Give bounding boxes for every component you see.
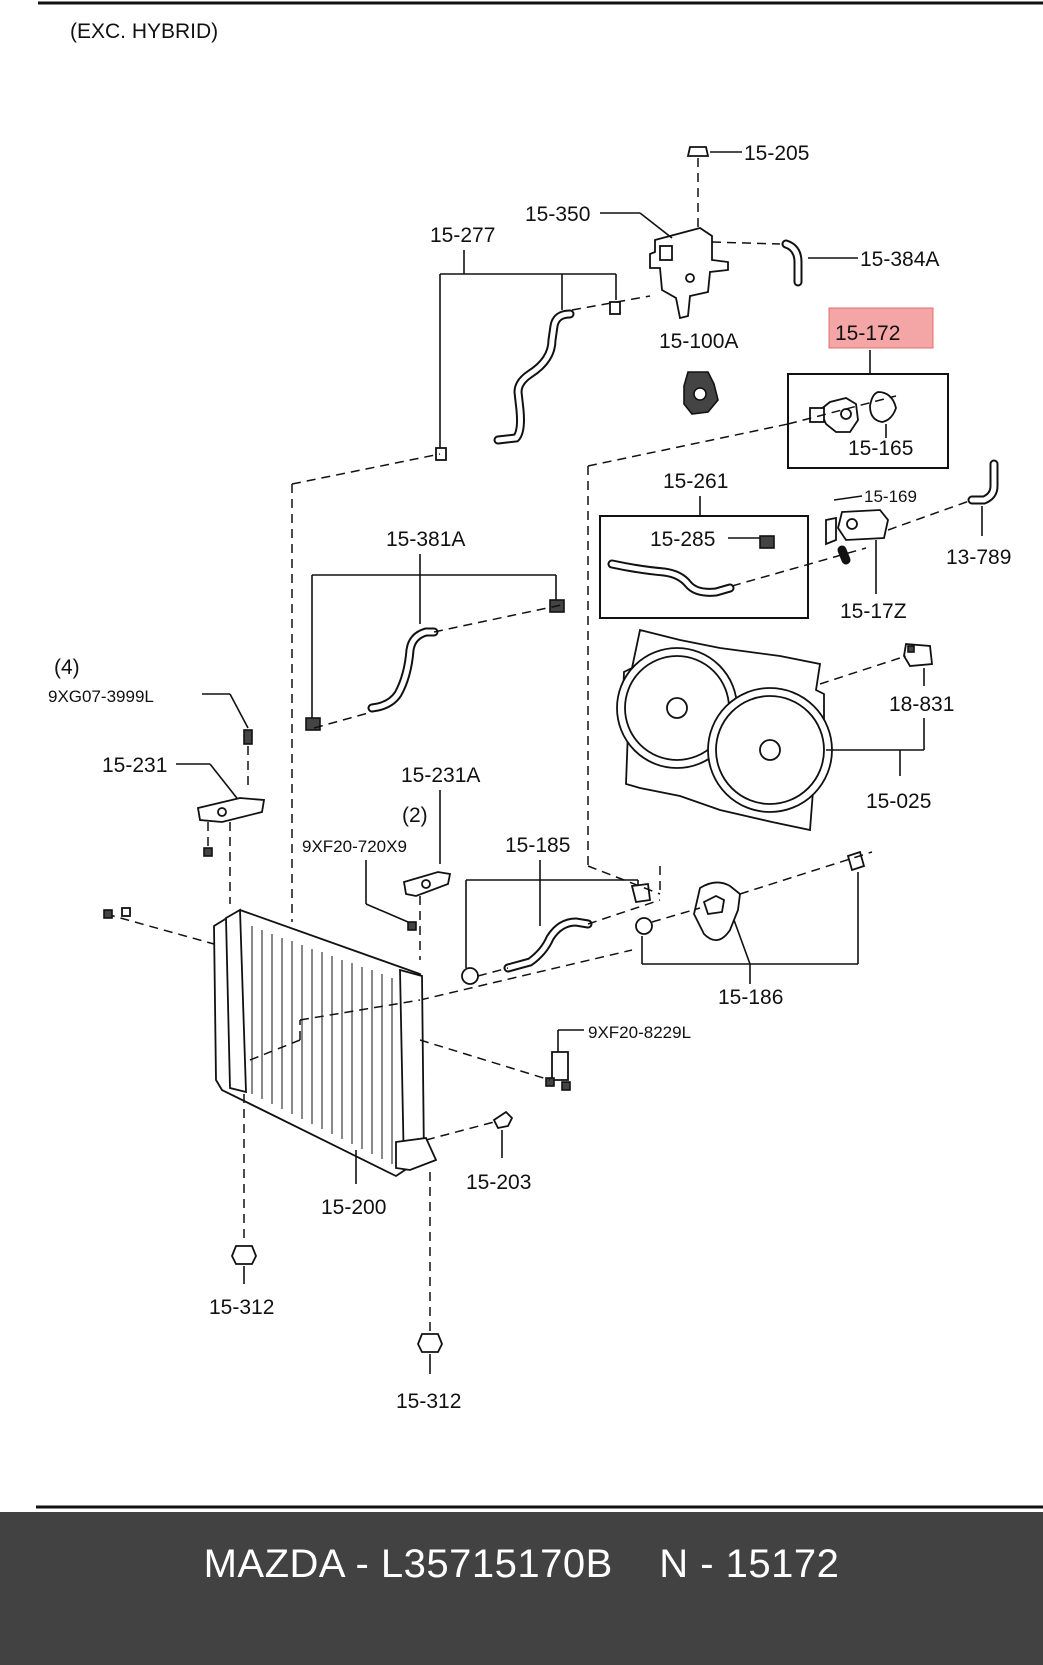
label-15-277: 15-277: [430, 224, 495, 247]
label-15-231: 15-231: [102, 754, 167, 777]
label-15-100A: 15-100A: [659, 330, 738, 353]
footer-bar: MAZDA - L35715170B N - 15172: [0, 1512, 1043, 1665]
dash-172: [787, 395, 897, 425]
dash-18-831: [819, 655, 907, 685]
dash-8229: [419, 1039, 551, 1081]
label-15-231A: 15-231A: [401, 764, 480, 787]
leader-15-169: [833, 495, 863, 501]
label-15-025: 15-025: [866, 790, 931, 813]
thermostat-housing-15-172[interactable]: [809, 397, 859, 433]
label-15-165: 15-165: [848, 437, 913, 460]
leader-15-231b: [209, 763, 241, 803]
label-13-789: 13-789: [946, 546, 1011, 569]
label-15-381A: 15-381A: [386, 528, 465, 551]
dash-285: [731, 547, 867, 587]
heater-hose-15-381A[interactable]: [305, 599, 565, 731]
rad-bolt-a[interactable]: [103, 909, 113, 919]
label-9XG07-3999L: 9XG07-3999L: [48, 687, 154, 706]
fan-shroud-15-025[interactable]: [616, 628, 833, 832]
label-15-384A: 15-384A: [860, 248, 939, 271]
gasket-15-165[interactable]: [869, 391, 897, 423]
mount-15-312b[interactable]: [417, 1333, 443, 1353]
label-15-185: 15-185: [505, 834, 570, 857]
variant-label: (EXC. HYBRID): [70, 20, 218, 43]
overflow-hose-15-384A[interactable]: [781, 239, 803, 287]
label-15-17Z: 15-17Z: [840, 600, 907, 623]
rad-bolt-b[interactable]: [121, 907, 131, 917]
dash-rad-left: [105, 913, 215, 945]
label-2: (2): [402, 804, 428, 827]
fan-motor-18-831[interactable]: [903, 643, 933, 667]
dash-381-r: [433, 603, 567, 633]
label-15-285: 15-285: [650, 528, 715, 551]
label-15-200: 15-200: [321, 1196, 386, 1219]
nut-15-231[interactable]: [203, 847, 213, 857]
label-4: (4): [54, 656, 80, 679]
dash-185-r: [587, 899, 661, 925]
hose-15-285[interactable]: [607, 535, 775, 597]
lower-hose-15-185[interactable]: [461, 882, 652, 985]
dash-277: [571, 295, 651, 311]
pipe-13-789[interactable]: [967, 459, 999, 505]
dash-172-left: [587, 423, 789, 467]
dash-203: [425, 1121, 495, 1141]
label-9XF20-720X9: 9XF20-720X9: [302, 837, 407, 856]
label-15-261: 15-261: [663, 470, 728, 493]
radiator-15-200[interactable]: [213, 908, 438, 1178]
dash-rad-in3: [299, 999, 421, 1021]
box-15-261: [599, 515, 809, 619]
dash-186-r: [739, 851, 873, 895]
mount-15-312a[interactable]: [231, 1245, 257, 1265]
label-15-169: 15-169: [864, 487, 917, 506]
leader-15-186d: [733, 919, 751, 965]
dash-277-down: [291, 453, 441, 485]
label-15-186: 15-186: [718, 986, 783, 1009]
reservoir-cap-15-205[interactable]: [686, 146, 710, 157]
radiator-cap-15-100A[interactable]: [683, 371, 719, 415]
bolt-9XG07-3999L[interactable]: [243, 729, 253, 745]
part-number-caption: MAZDA - L35715170B N - 15172: [203, 1542, 840, 1586]
coolant-reservoir-15-350[interactable]: [649, 227, 729, 320]
reservoir-hose-15-277[interactable]: [435, 301, 621, 461]
drain-plug-9XF20-8229L[interactable]: [545, 1051, 571, 1091]
label-18-831: 18-831: [889, 693, 954, 716]
dash-381-l: [313, 711, 373, 729]
label-15-312a: 15-312: [209, 1296, 274, 1319]
dash-rad-in: [249, 1039, 301, 1061]
dash-185-l: [477, 967, 509, 977]
dash-185-rad: [419, 949, 633, 1001]
label-15-312b: 15-312: [396, 1390, 461, 1413]
dash-185-fan: [587, 865, 661, 895]
leader-15-350b: [639, 212, 673, 239]
label-15-205: 15-205: [744, 142, 809, 165]
drain-cock-15-203[interactable]: [492, 1110, 514, 1130]
bracket-15-231A[interactable]: [402, 871, 452, 897]
nut-9XF20-720X9[interactable]: [407, 921, 417, 931]
parts-diagram: (EXC. HYBRID) 15-205 15-350 15-384A 15-2…: [36, 1, 1043, 1509]
label-15-172: 15-172: [835, 322, 900, 345]
label-9XF20-8229L: 9XF20-8229L: [588, 1023, 691, 1042]
label-15-203: 15-203: [466, 1171, 531, 1194]
leader-9XG07b: [229, 693, 249, 729]
water-outlet-15-17Z[interactable]: [825, 509, 889, 565]
highlight-15-172[interactable]: [828, 307, 934, 349]
dash-186-l: [651, 907, 701, 923]
leader-9XF20-720b: [365, 903, 409, 923]
bracket-15-231[interactable]: [196, 797, 266, 823]
box-15-172: [787, 373, 949, 469]
label-15-350: 15-350: [525, 203, 590, 226]
dash-384: [711, 241, 781, 245]
